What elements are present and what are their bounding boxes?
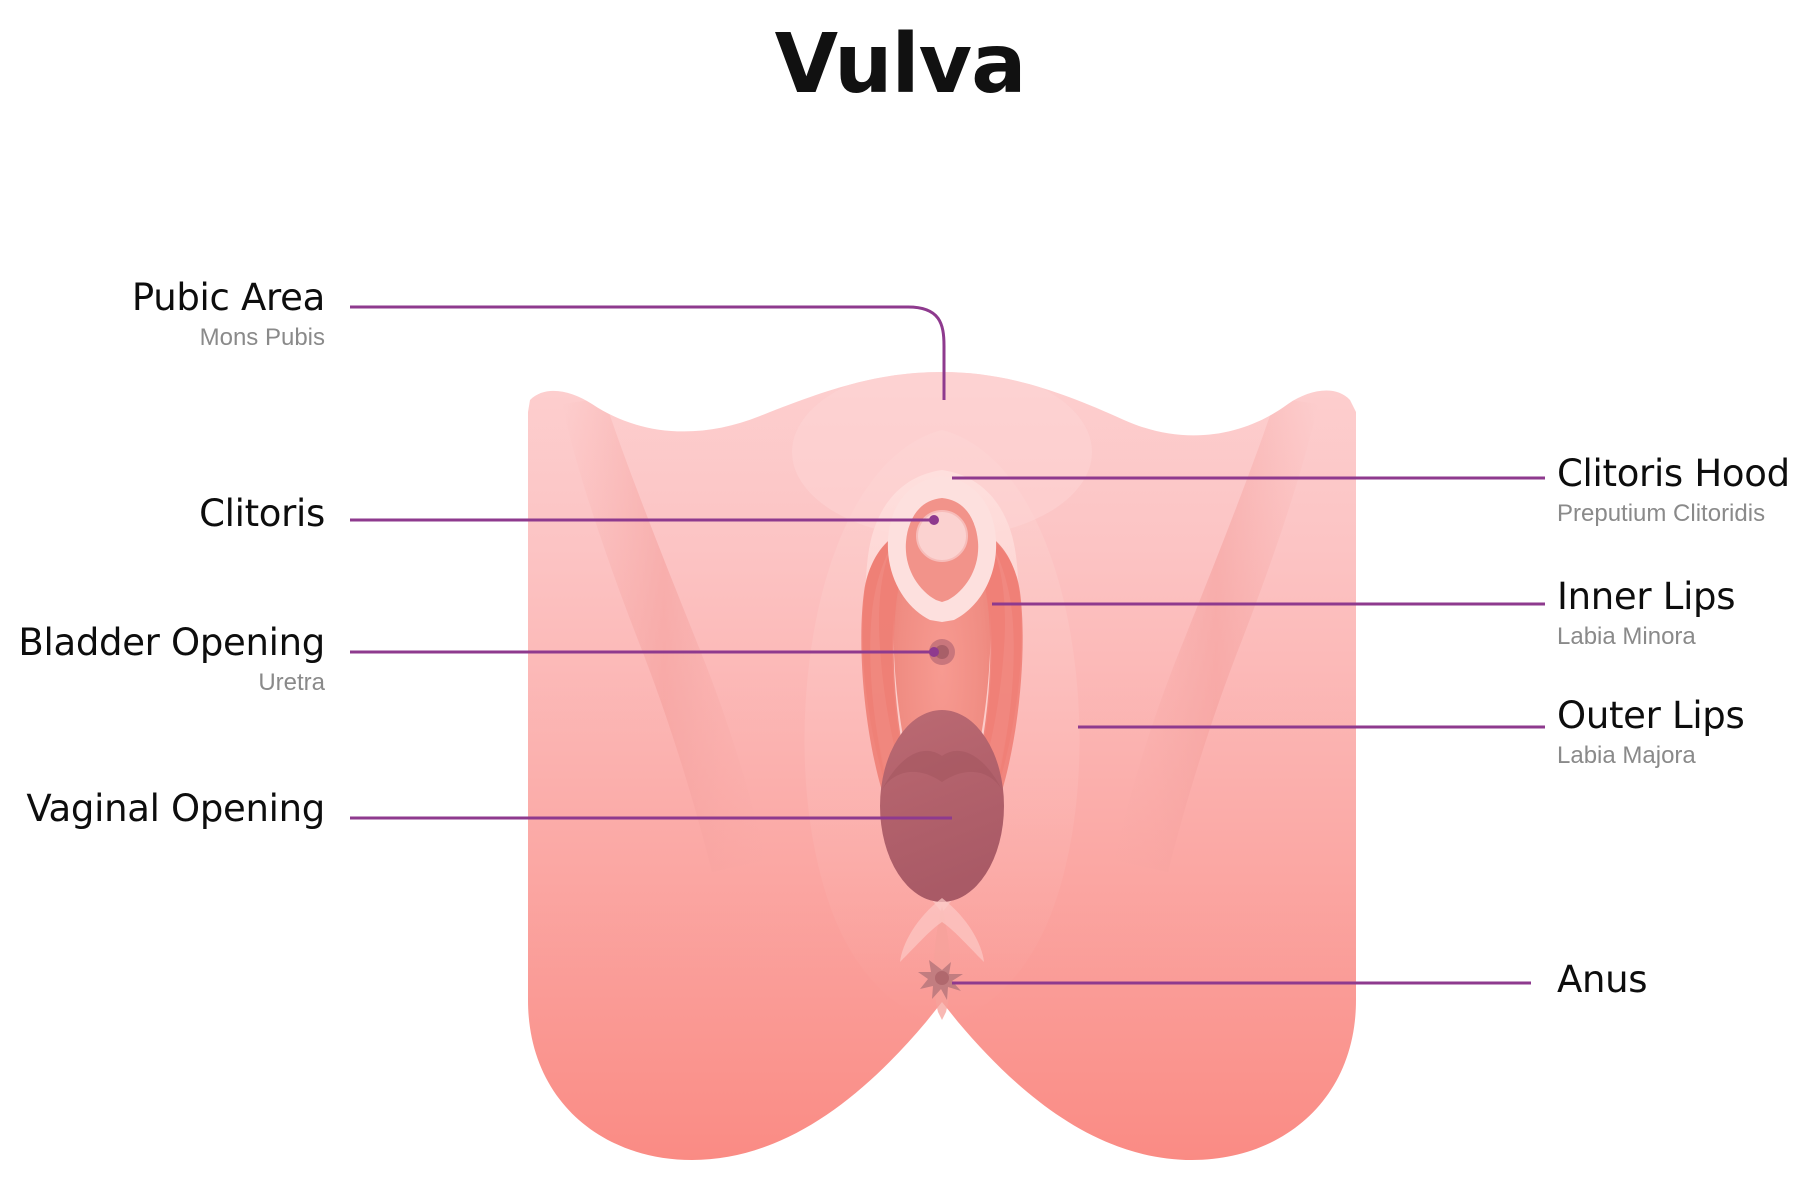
label-clitoris-title: Clitoris [199, 492, 325, 535]
label-bladder-opening-title: Bladder Opening [18, 621, 325, 664]
label-outer-lips-subtitle: Labia Majora [1557, 741, 1696, 769]
label-clitoris-hood[interactable]: Clitoris Hood Preputium Clitoridis [1557, 455, 1790, 532]
label-outer-lips[interactable]: Outer Lips Labia Majora [1557, 694, 1745, 774]
label-clitoris[interactable]: Clitoris [199, 495, 325, 533]
label-bladder-opening[interactable]: Bladder Opening Uretra [18, 624, 325, 701]
label-inner-lips-title: Inner Lips [1557, 575, 1736, 618]
label-inner-lips-subtitle: Labia Minora [1557, 622, 1696, 650]
label-clitoris-hood-title: Clitoris Hood [1557, 452, 1790, 495]
labia-minora-left-body [861, 527, 942, 835]
label-vaginal-opening[interactable]: Vaginal Opening [26, 790, 325, 828]
page-title: Vulva [774, 17, 1027, 112]
label-bladder-opening-subtitle: Uretra [258, 668, 325, 696]
label-anus-title: Anus [1557, 958, 1648, 1001]
label-pubic-area-subtitle: Mons Pubis [199, 323, 325, 351]
label-pubic-area-title: Pubic Area [131, 276, 325, 319]
label-inner-lips[interactable]: Inner Lips Labia Minora [1557, 575, 1736, 655]
label-anus[interactable]: Anus [1557, 958, 1648, 1001]
label-pubic-area[interactable]: Pubic Area Mons Pubis [132, 279, 325, 356]
clitoris-shape [917, 511, 967, 561]
anus-shape [918, 960, 963, 1000]
clitoral-hood-ring [887, 476, 997, 622]
label-outer-lips-title: Outer Lips [1557, 694, 1745, 737]
label-clitoris-hood-subtitle: Preputium Clitoridis [1557, 499, 1766, 527]
vaginal-opening-shape [880, 710, 1004, 902]
leader-pubic-area [350, 305, 946, 400]
label-vaginal-opening-title: Vaginal Opening [26, 787, 325, 830]
leader-lines [350, 305, 1545, 985]
